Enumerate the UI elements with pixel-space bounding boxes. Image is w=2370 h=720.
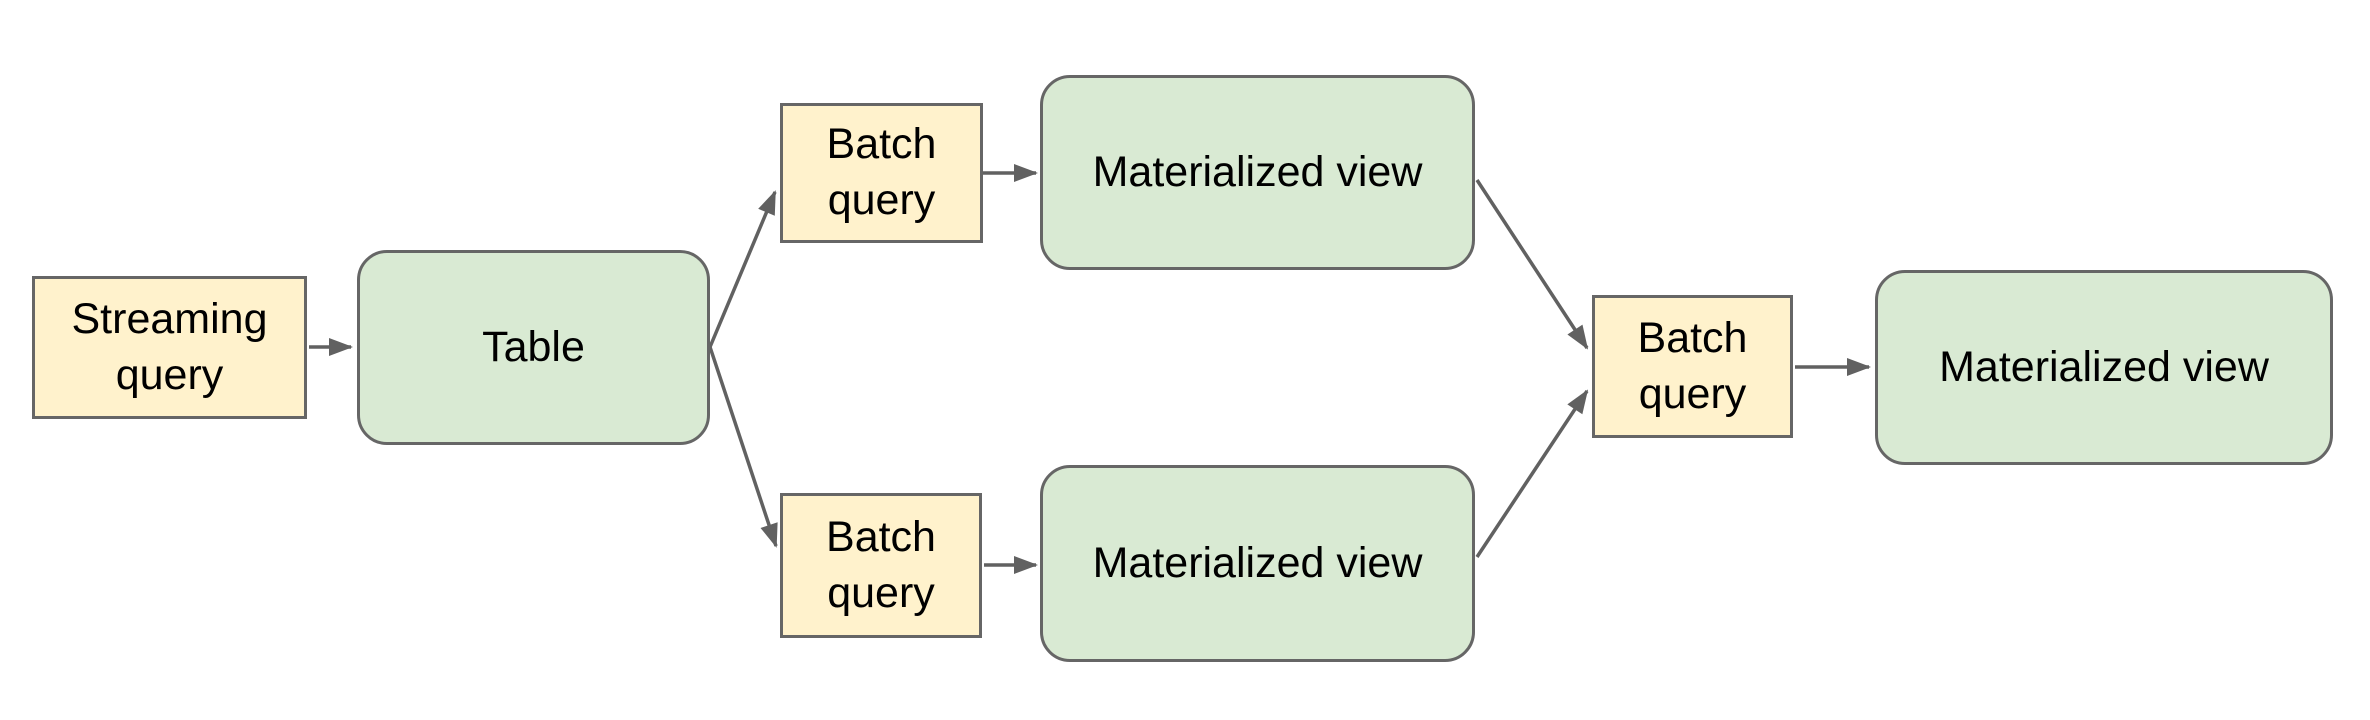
node-label: Streaming query: [71, 294, 268, 399]
node-label: Materialized view: [1092, 538, 1423, 587]
node-materialized-view-bottom: Materialized view: [1040, 465, 1475, 662]
node-label: Batch query: [1637, 313, 1748, 418]
edge-materialized-view-bottom-to-batch-query-right: [1475, 389, 1589, 558]
node-streaming-query: Streaming query: [32, 276, 307, 419]
node-label: Batch query: [826, 120, 937, 224]
edge-materialized-view-top-to-batch-query-right: [1475, 179, 1589, 350]
edge-table-to-batch-query-top: [708, 190, 777, 348]
node-label: Materialized view: [1092, 147, 1423, 196]
node-batch-query-top: Batch query: [780, 103, 983, 243]
node-label: Batch query: [826, 512, 936, 617]
node-table: Table: [357, 250, 710, 445]
edge-table-to-batch-query-bottom: [708, 346, 778, 548]
node-label: Materialized view: [1939, 342, 2269, 391]
node-batch-query-bottom: Batch query: [780, 493, 982, 638]
node-label: Table: [482, 322, 585, 371]
node-batch-query-right: Batch query: [1592, 295, 1793, 438]
node-materialized-view-right: Materialized view: [1875, 270, 2333, 465]
node-materialized-view-top: Materialized view: [1040, 75, 1475, 270]
